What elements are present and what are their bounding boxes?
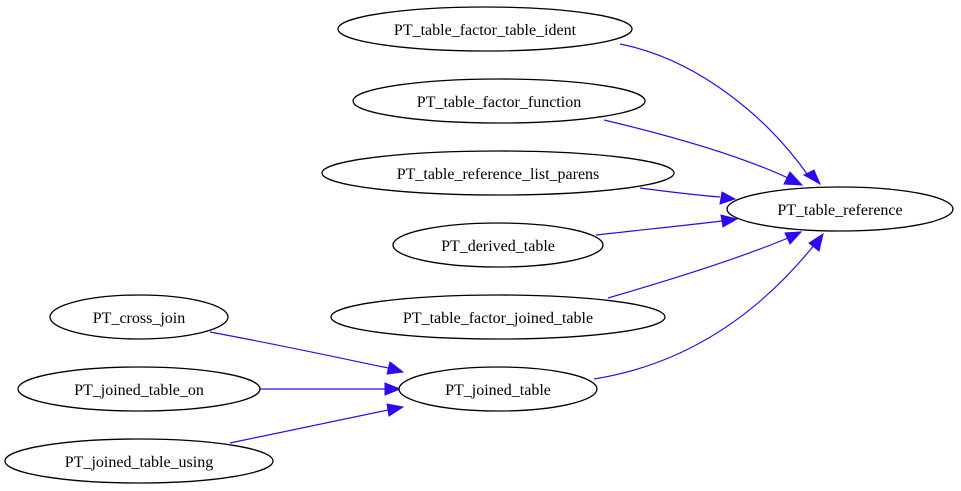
node-label: PT_joined_table_on bbox=[74, 382, 204, 399]
node-joined-table: PT_joined_table bbox=[398, 366, 598, 412]
edge-joined-table-to-reference bbox=[593, 232, 824, 380]
edge-factor-joined-to-reference bbox=[607, 231, 803, 299]
node-table-factor-table-ident: PT_table_factor_table_ident bbox=[337, 6, 633, 52]
node-label: PT_joined_table bbox=[445, 382, 551, 399]
node-cross-join: PT_cross_join bbox=[49, 294, 229, 340]
node-table-factor-joined-table: PT_table_factor_joined_table bbox=[330, 294, 666, 340]
node-label: PT_table_reference bbox=[777, 202, 902, 219]
node-table-reference: PT_table_reference bbox=[726, 186, 954, 232]
edge-joined-on-to-joined-table bbox=[260, 382, 402, 396]
node-table-reference-list-parens: PT_table_reference_list_parens bbox=[321, 150, 675, 196]
edge-derived-to-reference bbox=[595, 214, 739, 236]
node-label: PT_derived_table bbox=[441, 238, 555, 255]
node-joined-table-on: PT_joined_table_on bbox=[17, 366, 261, 412]
node-table-factor-function: PT_table_factor_function bbox=[352, 78, 646, 124]
node-label: PT_table_reference_list_parens bbox=[397, 166, 600, 183]
edge-joined-using-to-joined-table bbox=[229, 403, 405, 444]
edges bbox=[209, 43, 824, 444]
node-derived-table: PT_derived_table bbox=[392, 222, 604, 268]
node-label: PT_table_factor_table_ident bbox=[394, 22, 577, 39]
edge-ident-to-reference bbox=[619, 43, 822, 186]
nodes: PT_table_factor_table_ident PT_table_fac… bbox=[4, 6, 954, 484]
node-label: PT_table_factor_joined_table bbox=[403, 310, 593, 327]
node-label: PT_cross_join bbox=[93, 310, 185, 327]
edge-function-to-reference bbox=[603, 119, 804, 186]
node-label: PT_table_factor_function bbox=[417, 94, 581, 111]
node-joined-table-using: PT_joined_table_using bbox=[4, 438, 274, 484]
edge-list-parens-to-reference bbox=[639, 187, 737, 205]
edge-cross-join-to-joined-table bbox=[209, 331, 405, 375]
node-label: PT_joined_table_using bbox=[65, 454, 213, 471]
